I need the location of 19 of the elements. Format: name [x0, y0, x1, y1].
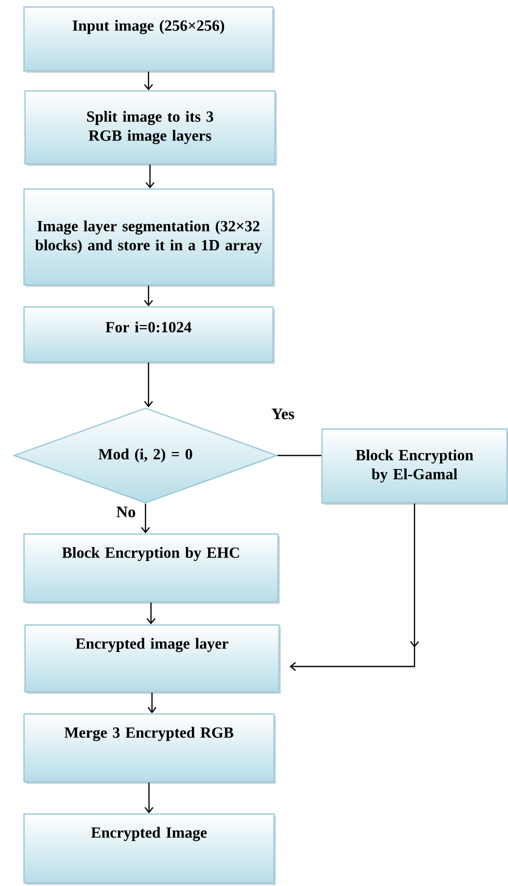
process-box: For i=0:1024: [23, 306, 275, 364]
process-box: Image layer segmentation (32×32 blocks) and store it in a 1D array: [23, 188, 275, 287]
process-box: Block Encryption by El-Gamal: [321, 428, 508, 505]
arrow: [146, 164, 154, 188]
arrow: [148, 692, 156, 714]
process-box: Encrypted image layer: [24, 624, 281, 694]
arrow: [146, 602, 156, 624]
edge-label: No: [115, 506, 137, 518]
process-box: Block Encryption by EHC: [23, 533, 280, 604]
process-box: Merge 3 Encrypted RGB: [23, 713, 276, 784]
arrow: [144, 782, 154, 814]
process-box: Split image to its 3 RGB image layers: [24, 90, 277, 166]
process-box: Input image (256×256): [23, 6, 275, 73]
arrow: [144, 72, 153, 90]
arrow: [144, 286, 153, 306]
process-box: Encrypted Image: [23, 813, 276, 885]
arrow: [290, 504, 419, 671]
arrow: [144, 362, 153, 408]
arrow: [141, 504, 150, 534]
